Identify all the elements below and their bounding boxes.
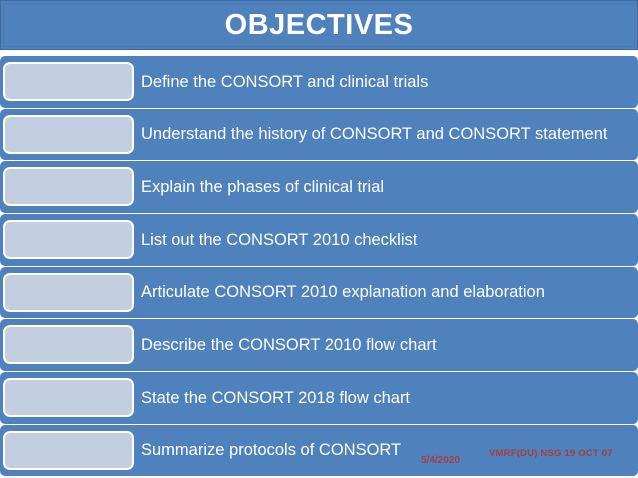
objective-label: List out the CONSORT 2010 checklist <box>141 230 418 249</box>
objective-marker-box <box>3 272 134 312</box>
objective-row[interactable]: Summarize protocols of CONSORT <box>0 424 638 477</box>
objective-label: Summarize protocols of CONSORT <box>141 441 402 460</box>
objective-row[interactable]: Describe the CONSORT 2010 flow chart <box>0 319 638 371</box>
objective-label: Articulate CONSORT 2010 explanation and … <box>141 283 545 302</box>
objective-marker-box <box>3 378 134 418</box>
objective-marker-box <box>3 430 134 470</box>
objective-label: Explain the phases of clinical trial <box>141 178 385 197</box>
objectives-list: Define the CONSORT and clinical trials U… <box>0 56 638 478</box>
objective-label: Define the CONSORT and clinical trials <box>141 72 429 91</box>
objective-row[interactable]: Define the CONSORT and clinical trials <box>0 56 638 108</box>
objective-marker-box <box>3 220 134 260</box>
objective-marker-box <box>3 114 134 154</box>
objective-label: Describe the CONSORT 2010 flow chart <box>141 336 437 355</box>
objective-row[interactable]: State the CONSORT 2018 flow chart <box>0 372 638 424</box>
objective-row[interactable]: Articulate CONSORT 2010 explanation and … <box>0 266 638 319</box>
objective-row[interactable]: Understand the history of CONSORT and CO… <box>0 108 638 161</box>
objective-row[interactable]: Explain the phases of clinical trial <box>0 161 638 213</box>
objective-row[interactable]: List out the CONSORT 2010 checklist <box>0 214 638 266</box>
slide-title-bar: OBJECTIVES <box>0 0 638 50</box>
footer-course-note: VMRF(DU) NSG 19 OCT 07 <box>489 448 613 459</box>
objective-marker-box <box>3 62 134 101</box>
objective-label: Understand the history of CONSORT and CO… <box>141 125 608 144</box>
objective-label: State the CONSORT 2018 flow chart <box>141 388 411 407</box>
page-title: OBJECTIVES <box>224 8 414 41</box>
footer-date: 5/4/2020 <box>421 455 460 466</box>
objective-marker-box <box>3 167 134 207</box>
objective-marker-box <box>3 325 134 365</box>
